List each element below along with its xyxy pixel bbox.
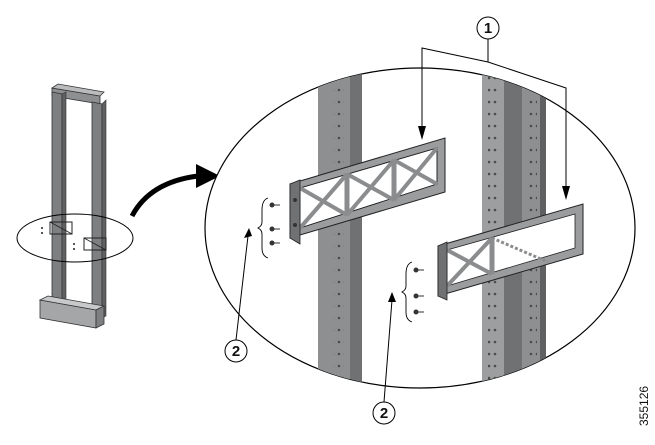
- callout-2a-group: 2: [224, 228, 252, 363]
- rack-mount-bracket-lower: [437, 203, 584, 301]
- callout-2a: 2: [232, 343, 240, 360]
- small-two-post-rack: [38, 83, 107, 329]
- callout-1-group: 1: [418, 16, 570, 200]
- callout-1: 1: [484, 20, 492, 37]
- figure-id-label: 355126: [637, 386, 651, 426]
- small-detail-ellipse: [16, 213, 134, 263]
- screw-set-lower: [400, 261, 424, 323]
- magnify-arrow: [129, 164, 220, 218]
- callout-2b-group: 2: [372, 292, 396, 425]
- figure-id: 355126: [637, 386, 651, 426]
- callout-2b: 2: [380, 405, 388, 422]
- screw-set-upper: [256, 197, 280, 259]
- rack-mount-bracket-upper: [289, 137, 446, 245]
